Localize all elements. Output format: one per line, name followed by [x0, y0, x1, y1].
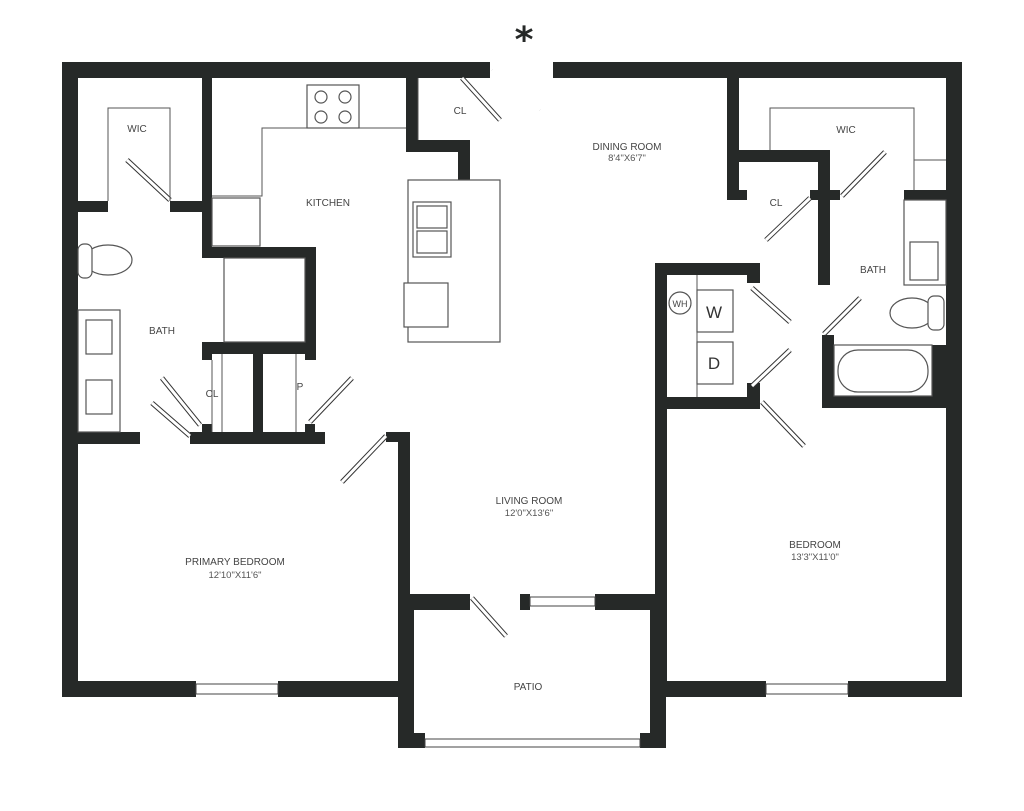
wic-left-label: WIC: [127, 124, 146, 135]
living-room-dims: 12'0"X13'6": [505, 508, 553, 519]
entry-star-icon: *: [515, 20, 534, 61]
bath-right-label: BATH: [860, 265, 886, 276]
sink-icon: [85, 319, 113, 355]
dishwasher-icon: [403, 282, 449, 328]
primary-bedroom-dims: 12'10"X11'6": [209, 570, 262, 581]
windows: [195, 596, 849, 748]
toilet-icon: [889, 295, 945, 331]
wic-right-label: WIC: [836, 125, 855, 136]
living-room-label: LIVING ROOM: [496, 496, 563, 507]
stove-icon: [306, 84, 360, 129]
washer-label: W: [706, 303, 722, 322]
sink-icon: [85, 379, 113, 415]
fixtures: WH W D *: [77, 20, 947, 433]
bedroom-label: BEDROOM: [789, 540, 841, 551]
kitchen-label: KITCHEN: [306, 198, 350, 209]
refrigerator-icon: [211, 197, 261, 247]
bath-left-label: BATH: [149, 326, 175, 337]
closet-kitchen-label: CL: [454, 106, 467, 117]
dryer-label: D: [708, 354, 720, 373]
patio-label: PATIO: [514, 682, 543, 693]
water-heater-label: WH: [673, 299, 688, 309]
sink-icon: [909, 241, 939, 281]
bathtub-icon: [833, 344, 933, 397]
room-labels: DINING ROOM 8'4"X6'7" LIVING ROOM 12'0"X…: [127, 106, 886, 693]
closet-hall-label: CL: [206, 389, 219, 400]
doors: [125, 68, 887, 638]
toilet-icon: [77, 243, 133, 279]
dining-room-label: DINING ROOM: [593, 142, 662, 153]
pantry-label: P: [297, 382, 304, 393]
closet-right-label: CL: [770, 198, 783, 209]
bedroom-dims: 13'3"X11'0": [791, 552, 839, 563]
primary-bedroom-label: PRIMARY BEDROOM: [185, 557, 285, 568]
walls: [62, 62, 962, 748]
dining-room-dims: 8'4"X6'7": [608, 153, 646, 164]
kitchen-sink-icon: [412, 201, 452, 258]
